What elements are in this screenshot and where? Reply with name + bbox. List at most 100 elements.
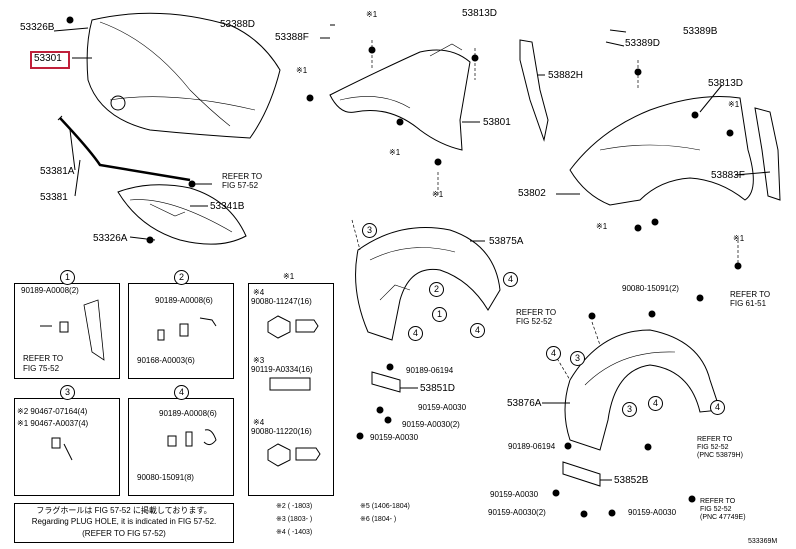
callout-4-a[interactable]: 4 [503,272,518,287]
part-label-53326a[interactable]: 53326A [93,233,128,244]
legend-key-6: ※6 (1804- ) [360,516,397,523]
refer-note-fig: FIG 52-52 [697,444,729,451]
plug-hole-note-jp: フラグホールは FIG 57-52 に掲載しております。 [36,506,212,515]
part-label-90159-a0030-2-b[interactable]: 90159-A0030(2) [488,508,546,517]
part-label-53876a[interactable]: 53876A [507,398,542,409]
refer-note-1[interactable]: REFER TO FIG 57-52 [222,172,262,190]
hood-insulator [117,184,247,245]
callout-3-a[interactable]: 3 [362,223,377,238]
callout-2-a[interactable]: 2 [429,282,444,297]
part-label-90159-a0030-d[interactable]: 90159-A0030 [628,508,677,517]
selected-part-highlight[interactable] [30,51,70,69]
refer-note-text: REFER TO [222,172,263,181]
part-label-53381[interactable]: 53381 [40,192,68,203]
fastener-mark: ※3 [253,356,265,365]
refer-note-text: REFER TO [730,290,771,299]
plug-hole-note-box: フラグホールは FIG 57-52 に掲載しております。 Regarding P… [14,503,234,543]
part-label-53851d[interactable]: 53851D [420,383,456,394]
part-label-53875a[interactable]: 53875A [489,236,524,247]
part-label-53381a[interactable]: 53381A [40,166,75,177]
part-label-90159-a0030-c[interactable]: 90159-A0030 [490,490,539,499]
callout-4-f[interactable]: 4 [710,400,725,415]
detail-box-4: 4 90189-A0008(6) 90080-15091(8) [128,385,234,496]
mark-x1-d: ※1 [432,190,444,199]
part-label-53389d[interactable]: 53389D [625,38,661,49]
detail-part-label[interactable]: 90189-A0008(2) [21,286,79,295]
fastener-mark: ※4 [253,418,265,427]
detail-box-number: 3 [60,385,75,400]
callout-1-a[interactable]: 1 [432,307,447,322]
callout-3-b[interactable]: 3 [570,351,585,366]
part-label-90189-06194-a[interactable]: 90189-06194 [406,366,454,375]
part-label-53801[interactable]: 53801 [483,117,511,128]
part-label-90189-06194-b[interactable]: 90189-06194 [508,442,556,451]
detail-part-label[interactable]: 90119-A0334(16) [251,365,313,374]
plug-hole-note-ref[interactable]: (REFER TO FIG 57-52) [82,529,166,538]
callout-4-d[interactable]: 4 [546,346,561,361]
part-label-53852b[interactable]: 53852B [614,475,649,486]
part-label-90159-a0030-2-a[interactable]: 90159-A0030(2) [402,420,460,429]
mark-x1-g: ※1 [733,234,745,243]
hood-seal [59,117,191,182]
legend-key-2: ※2 ( -1803) [276,503,313,510]
detail-box-1: 1 90189-A0008(2) REFER TO FIG 75-52 [14,270,120,379]
refer-note-text: REFER TO [700,498,736,505]
detail-part-label[interactable]: 90080-15091(8) [137,473,194,482]
part-label-53813d-right[interactable]: 53813D [708,78,744,89]
detail-part-label[interactable]: 90080-11220(16) [251,427,312,436]
part-label-53882h[interactable]: 53882H [548,70,584,81]
liner-rear [564,329,721,451]
detail-box-number: 2 [174,270,189,285]
refer-note-pnc: (PNC 47749E) [700,514,746,521]
part-label-53388d[interactable]: 53388D [220,19,256,30]
refer-note-fig: FIG 52-52 [700,506,732,513]
callout-3-c[interactable]: 3 [622,402,637,417]
part-label-90080-15091-2[interactable]: 90080-15091(2) [622,284,679,293]
refer-note-text: REFER TO [23,354,64,363]
detail-box-number: 1 [60,270,75,285]
liner-front [355,227,501,341]
refer-note-4[interactable]: REFER TO FIG 52-52 (PNC 53879H) [697,436,743,460]
detail-part-label[interactable]: 90080-11247(16) [251,297,312,306]
refer-note-fig: FIG 61-51 [730,299,767,308]
detail-part-label[interactable]: 90189-A0008(6) [155,296,213,305]
callout-4-e[interactable]: 4 [648,396,663,411]
part-label-53813d-left[interactable]: 53813D [462,8,498,19]
part-label-90159-a0030-a[interactable]: 90159-A0030 [418,403,467,412]
part-label-53301[interactable]: 53301 [34,53,62,64]
bracket-53883f [754,107,781,201]
bracket-53852b [562,461,601,487]
callout-4-b[interactable]: 4 [408,326,423,341]
part-label-53883f[interactable]: 53883F [711,170,745,181]
refer-note-fig: FIG 75-52 [23,364,60,373]
legend-key-4: ※4 ( -1403) [276,529,313,536]
refer-note-fig: FIG 57-52 [222,181,259,190]
part-label-53802[interactable]: 53802 [518,188,546,199]
part-label-53326b[interactable]: 53326B [20,22,55,33]
mark-x1-a: ※1 [366,10,378,19]
part-label-53389b[interactable]: 53389B [683,26,718,37]
plug-hole-note-en: Regarding PLUG HOLE, it is indicated in … [31,517,217,526]
refer-note-3[interactable]: REFER TO FIG 61-51 [730,290,770,308]
callout-4-c[interactable]: 4 [470,323,485,338]
detail-box-mark: ※1 [283,272,295,281]
bracket-53851d [371,371,401,393]
detail-part-label[interactable]: 90189-A0008(6) [159,409,217,418]
part-label-90159-a0030-b[interactable]: 90159-A0030 [370,433,419,442]
detail-part-label[interactable]: 90168-A0003(6) [137,356,195,365]
legend-key-3: ※3 (1803- ) [276,516,313,523]
detail-part-label[interactable]: ※2 90467-07164(4) [17,407,88,416]
detail-box-number: 4 [174,385,189,400]
refer-note-5[interactable]: REFER TO FIG 52-52 (PNC 47749E) [700,498,746,522]
hood-panel [86,12,281,139]
mark-x1-e: ※1 [728,100,740,109]
part-label-53388f[interactable]: 53388F [275,32,309,43]
part-label-53341b[interactable]: 53341B [210,201,245,212]
refer-note-2[interactable]: REFER TO FIG 52-52 [516,308,556,326]
refer-note-pnc: (PNC 53879H) [697,452,743,459]
diagram-code: 533369M [748,538,778,545]
refer-note-text: REFER TO [516,308,557,317]
detail-part-label[interactable]: ※1 90467-A0037(4) [17,419,89,428]
mark-x1-b: ※1 [296,66,308,75]
refer-note-fig: FIG 52-52 [516,317,553,326]
